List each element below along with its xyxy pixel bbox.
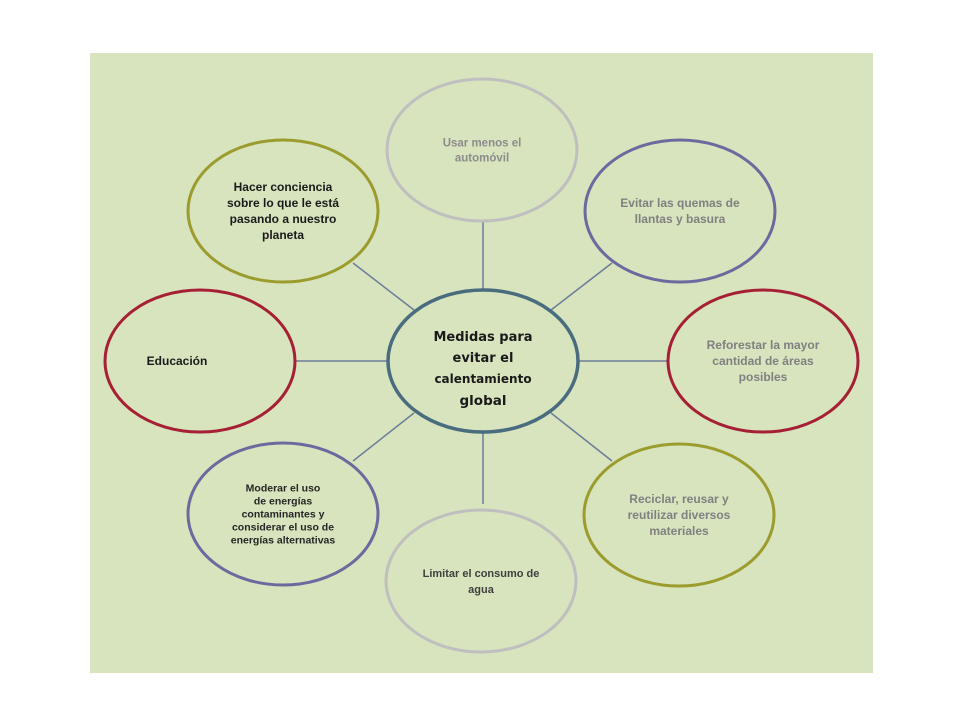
connector-evitar-quemas [550, 262, 613, 311]
node-label-line: materiales [649, 524, 709, 538]
center-ellipse [386, 288, 580, 434]
node-usar-menos-automovil: Usar menos el automóvil [385, 77, 579, 223]
node-ellipse-hacer-conciencia [186, 138, 380, 284]
connector-hacer-conciencia [352, 262, 415, 311]
node-label-line: pasando a nuestro [230, 212, 337, 226]
node-ellipse-usar-menos-automovil [385, 77, 579, 223]
node-label-line: de energías [254, 496, 313, 508]
node-ellipse-educacion [103, 288, 297, 434]
node-educacion: Educación [103, 288, 297, 434]
node-label-line: Reciclar, reusar y [629, 492, 729, 506]
node-evitar-quemas: Evitar las quemas de llantas y basura [583, 138, 777, 284]
node-label-line: Educación [147, 354, 208, 368]
node-limitar-agua: Limitar el consumo de agua [384, 508, 578, 654]
node-label-line: Limitar el consumo de [423, 568, 540, 580]
node-ellipse-limitar-agua [384, 508, 578, 654]
center-label-line: evitar el [453, 351, 514, 366]
node-label-line: agua [468, 584, 495, 596]
node-label-line: automóvil [455, 153, 509, 165]
node-label-line: contaminantes y [242, 509, 325, 521]
node-ellipse-moderar-energias [186, 441, 380, 587]
node-label-line: considerar el uso de [232, 522, 334, 534]
node-reciclar: Reciclar, reusar y reutilizar diversos mat… [582, 442, 776, 588]
node-label-line: Usar menos el [443, 138, 522, 150]
node-label-line: Evitar las quemas de [620, 196, 740, 210]
center-label-line: global [460, 393, 507, 409]
node-label-line: llantas y basura [635, 212, 726, 226]
center-node-group: Medidas para evitar el calentamiento global [386, 288, 580, 434]
connectors [295, 220, 668, 504]
node-ellipse-reforestar [666, 288, 860, 434]
center-label-line: Medidas para [433, 330, 532, 345]
center-node: Medidas para evitar el calentamiento global [386, 288, 580, 434]
node-label-line: energías alternativas [231, 535, 336, 547]
node-ellipse-reciclar [582, 442, 776, 588]
node-label-line: reutilizar diversos [628, 508, 731, 522]
node-reforestar: Reforestar la mayor cantidad de áreas posi… [666, 288, 860, 434]
node-label-line: Hacer conciencia [234, 180, 333, 194]
node-label-line: planeta [262, 228, 304, 242]
connector-moderar-energias [352, 412, 415, 462]
node-label-line: Reforestar la mayor [707, 338, 820, 352]
node-label-line: sobre lo que le está [227, 196, 339, 210]
node-label-line: cantidad de áreas [712, 354, 814, 368]
node-hacer-conciencia: Hacer conciencia sobre lo que le está pasa… [186, 138, 380, 284]
node-ellipse-evitar-quemas [583, 138, 777, 284]
center-label-line: calentamiento [434, 372, 531, 386]
node-label-line: Moderar el uso [246, 483, 321, 495]
node-label-line: posibles [739, 370, 788, 384]
connector-reciclar [550, 412, 613, 462]
